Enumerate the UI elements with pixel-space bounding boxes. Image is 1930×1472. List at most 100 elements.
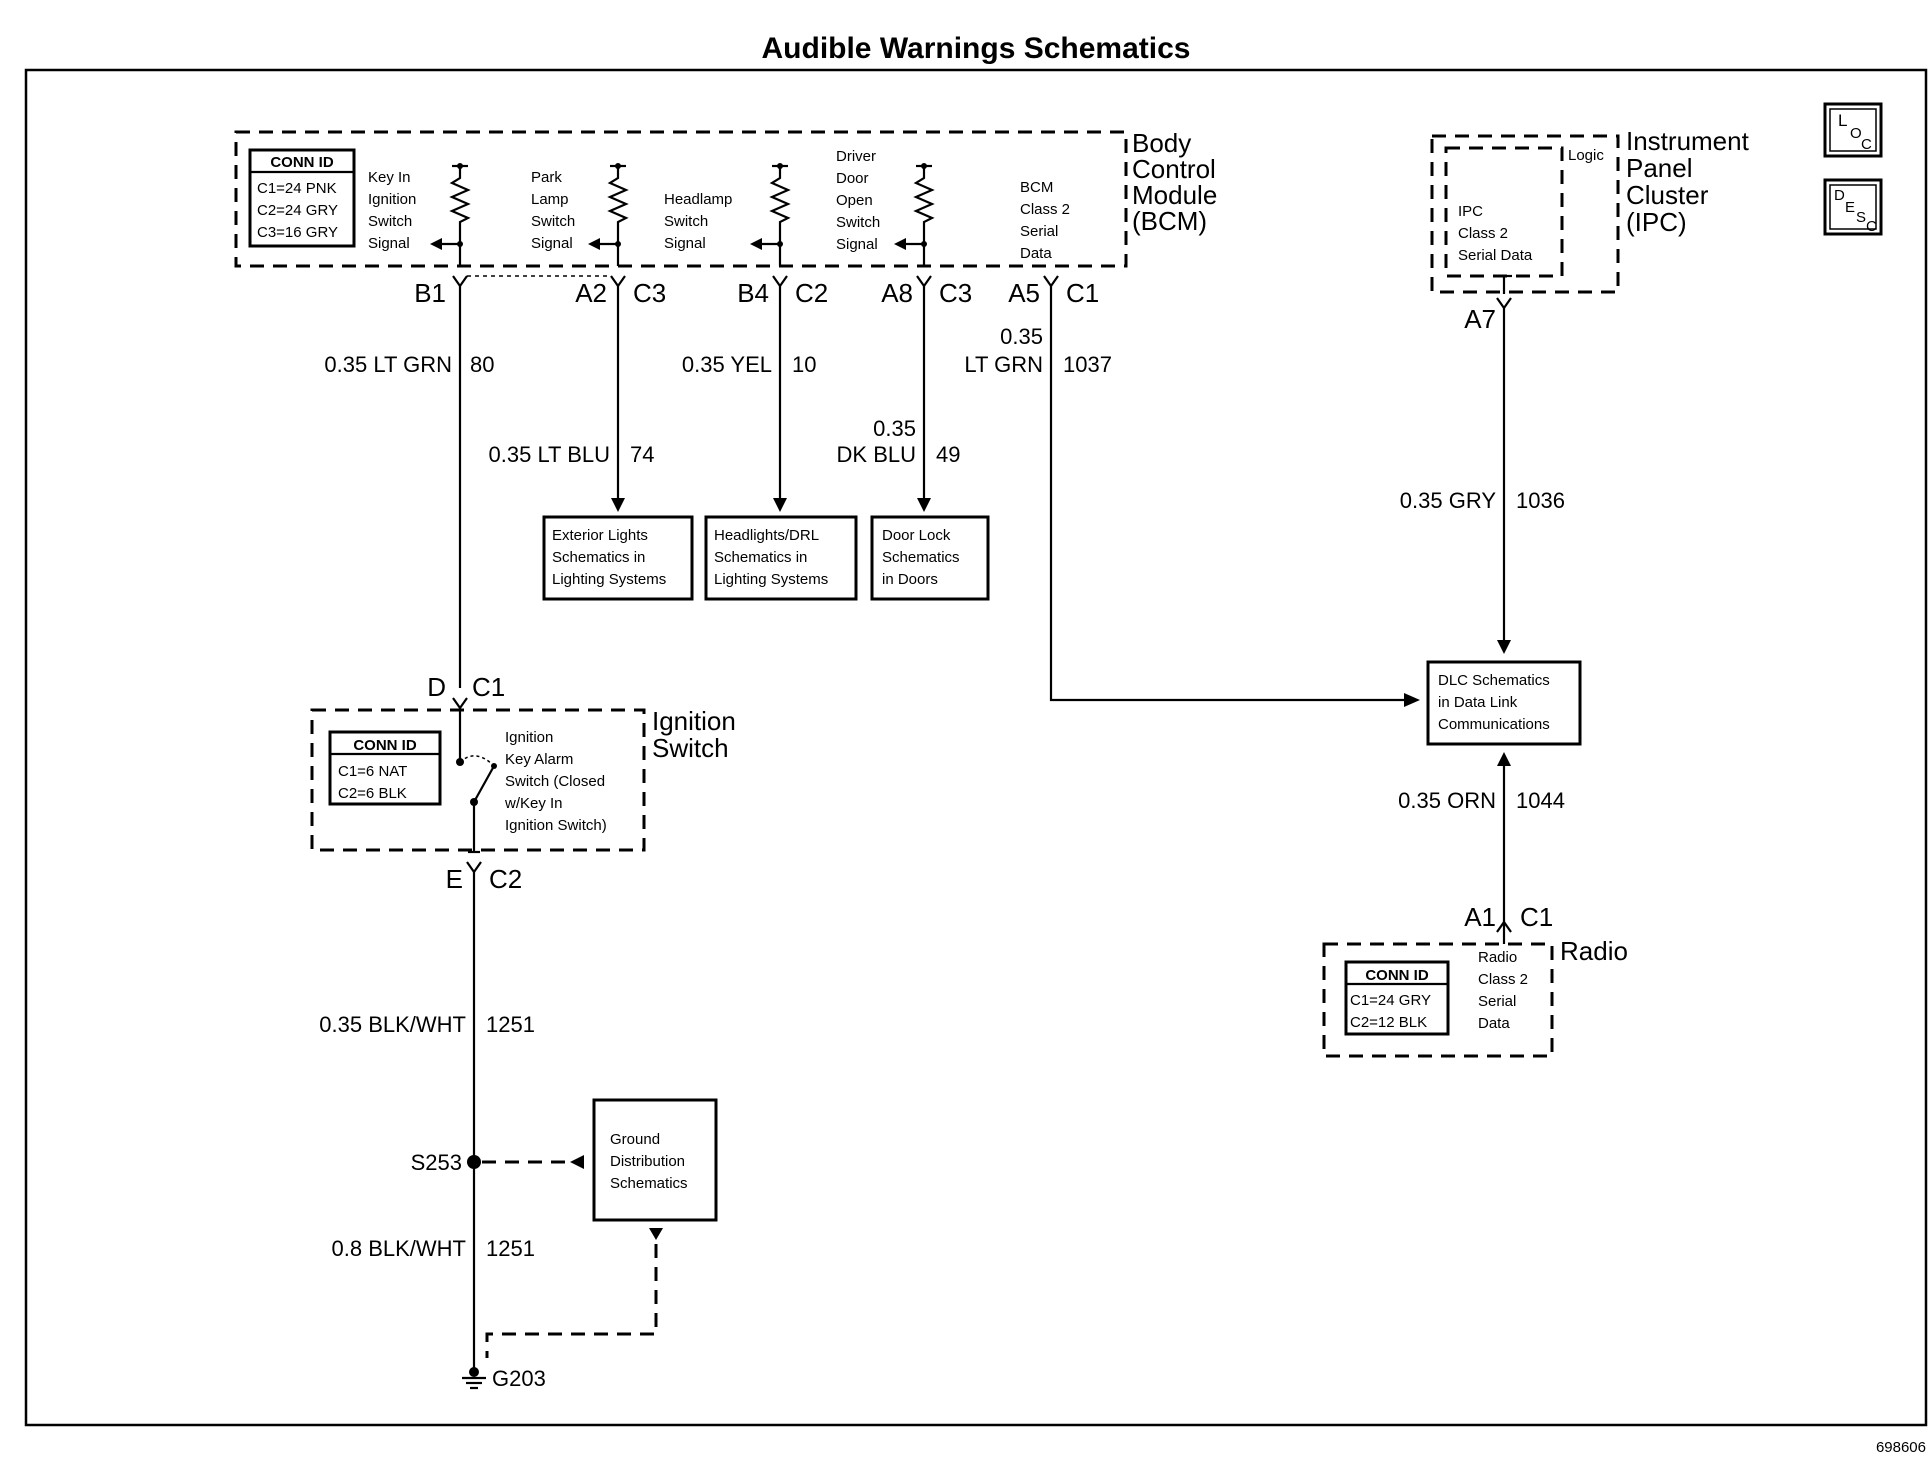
bcm-conn-row-1: C1=24 PNK	[257, 180, 337, 197]
bcm-sig4-l5: Signal	[836, 236, 878, 253]
pin-a2: A2	[575, 278, 607, 308]
ign-pin-d: D	[427, 672, 446, 702]
bcm-signal-headlamp: Headlamp Switch Signal	[664, 191, 732, 252]
loc-letter-l: L	[1838, 111, 1847, 130]
bcm-resistor-1	[430, 163, 471, 266]
bcm-sig5-l1: BCM	[1020, 179, 1053, 196]
wire-bcm-data-gauge-1: 0.35	[1000, 324, 1043, 349]
radio-name: Radio	[1560, 936, 1628, 966]
loc-icon[interactable]: L O C	[1823, 102, 1883, 158]
ign-desc-4: w/Key In	[504, 795, 563, 812]
ign-desc-5: Ignition Switch)	[505, 817, 607, 834]
wire-ipc-data-circuit: 1036	[1516, 488, 1565, 513]
ref-headlights-drl[interactable]: Headlights/DRL Schematics in Lighting Sy…	[704, 515, 858, 601]
ignition-switch: D C1 Ignition Switch CONN ID C1=6 NAT C2…	[310, 672, 736, 894]
splice-ref-arrow	[570, 1155, 584, 1169]
loc-letter-c: C	[1861, 136, 1872, 153]
ref-door-lock[interactable]: Door Lock Schematics in Doors	[870, 515, 990, 601]
bcm-name-2: Control	[1132, 154, 1216, 184]
ipc-name-2: Panel	[1626, 153, 1693, 183]
ign-name-2: Switch	[652, 733, 729, 763]
bcm-name-1: Body	[1132, 128, 1191, 158]
ipc-name-4: (IPC)	[1626, 207, 1687, 237]
ref-doorlock-l1: Door Lock	[882, 527, 951, 544]
radio-conn-id-header: CONN ID	[1365, 967, 1429, 984]
ign-conn-row-2: C2=6 BLK	[338, 785, 407, 802]
radio-desc-4: Data	[1478, 1015, 1510, 1032]
splice-s253-dot	[467, 1155, 481, 1169]
conn-c2-a: C2	[795, 278, 828, 308]
ref-ground-l2: Distribution	[610, 1153, 685, 1170]
loc-letter-o: O	[1850, 125, 1862, 142]
bcm-sig5-l2: Class 2	[1020, 201, 1070, 218]
radio-desc-2: Class 2	[1478, 971, 1528, 988]
diagram-title: Audible Warnings Schematics	[762, 32, 1191, 65]
wire-park-gauge: 0.35 LT BLU	[489, 442, 610, 467]
bcm-conn-id-header: CONN ID	[270, 154, 334, 171]
radio-conn-row-1: C1=24 GRY	[1350, 992, 1431, 1009]
ground-symbol-icon	[462, 1367, 486, 1390]
ipc-name-3: Cluster	[1626, 180, 1709, 210]
ref-headlights-l3: Lighting Systems	[714, 571, 828, 588]
bcm-sig2-l3: Switch	[531, 213, 575, 230]
bcm-sig3-l1: Headlamp	[664, 191, 732, 208]
desc-icon[interactable]: D E S C	[1823, 178, 1883, 236]
ref-exterior-lights[interactable]: Exterior Lights Schematics in Lighting S…	[542, 515, 694, 601]
ref-doorlock-l3: in Doors	[882, 571, 938, 588]
ign-name-1: Ignition	[652, 706, 736, 736]
bcm-sig3-l3: Signal	[664, 235, 706, 252]
radio-conn-row-2: C2=12 BLK	[1350, 1014, 1427, 1031]
bcm-conn-row-2: C2=24 GRY	[257, 202, 338, 219]
desc-letter-s: S	[1856, 209, 1866, 226]
wire-headlamp-gauge: 0.35 YEL	[682, 352, 772, 377]
bcm-sig1-l2: Ignition	[368, 191, 416, 208]
ref-exterior-l1: Exterior Lights	[552, 527, 648, 544]
radio-module: A1 C1 Radio CONN ID C1=24 GRY C2=12 BLK …	[1322, 902, 1628, 1058]
wire-bcm-data-circuit: 1037	[1063, 352, 1112, 377]
ipc-name-1: Instrument	[1626, 126, 1750, 156]
bcm-sig4-l4: Switch	[836, 214, 880, 231]
wire-ipc-data-gauge: 0.35 GRY	[1400, 488, 1497, 513]
bcm-module: Body Control Module (BCM) CONN ID C1=24 …	[234, 128, 1217, 268]
ref-doorlock-l2: Schematics	[882, 549, 960, 566]
desc-letter-d: D	[1834, 187, 1845, 204]
figure-id: 698606	[1876, 1439, 1926, 1456]
bcm-resistor-3	[750, 163, 791, 266]
splice-s253: S253	[411, 1150, 462, 1175]
radio-desc-1: Radio	[1478, 949, 1517, 966]
bcm-sig4-l2: Door	[836, 170, 869, 187]
bcm-name-3: Module	[1132, 180, 1217, 210]
bcm-resistor-2	[588, 163, 629, 266]
wire-door-gauge-1: 0.35	[873, 416, 916, 441]
ipc-module: Logic IPC Class 2 Serial Data Instrument…	[1430, 126, 1750, 334]
bcm-signal-serial-data: BCM Class 2 Serial Data	[1020, 179, 1070, 262]
bcm-signal-key-in: Key In Ignition Switch Signal	[368, 169, 416, 252]
ipc-desc-3: Serial Data	[1458, 247, 1533, 264]
ign-conn-c1: C1	[472, 672, 505, 702]
ref-dlc-l2: in Data Link	[1438, 694, 1518, 711]
ign-desc-2: Key Alarm	[505, 751, 573, 768]
ign-conn-row-1: C1=6 NAT	[338, 763, 407, 780]
desc-letter-c: C	[1866, 218, 1877, 235]
ref-ground-distribution[interactable]: Ground Distribution Schematics	[592, 1098, 718, 1222]
desc-letter-e: E	[1845, 199, 1855, 216]
wire-door-circuit: 49	[936, 442, 960, 467]
radio-pin-a1: A1	[1464, 902, 1496, 932]
ign-conn-c2: C2	[489, 864, 522, 894]
ref-headlights-l2: Schematics in	[714, 549, 807, 566]
ref-dlc[interactable]: DLC Schematics in Data Link Communicatio…	[1426, 660, 1582, 746]
ipc-pin-a7: A7	[1464, 304, 1496, 334]
wire-ign-out-circuit: 1251	[486, 1012, 535, 1037]
ref-exterior-l2: Schematics in	[552, 549, 645, 566]
ipc-desc-2: Class 2	[1458, 225, 1508, 242]
wire-park-arrow	[611, 498, 625, 512]
pin-a5: A5	[1008, 278, 1040, 308]
bcm-connector-pins: B1 A2 C3 B4 C2 A8 C3 A5 C1	[414, 275, 1099, 308]
wire-bcm-data-gauge-2: LT GRN	[964, 352, 1043, 377]
wire-ground-circuit: 1251	[486, 1236, 535, 1261]
ign-desc-3: Switch (Closed	[505, 773, 605, 790]
wire-headlamp-arrow	[773, 498, 787, 512]
bcm-sig4-l1: Driver	[836, 148, 876, 165]
wire-radio-data-circuit: 1044	[1516, 788, 1565, 813]
